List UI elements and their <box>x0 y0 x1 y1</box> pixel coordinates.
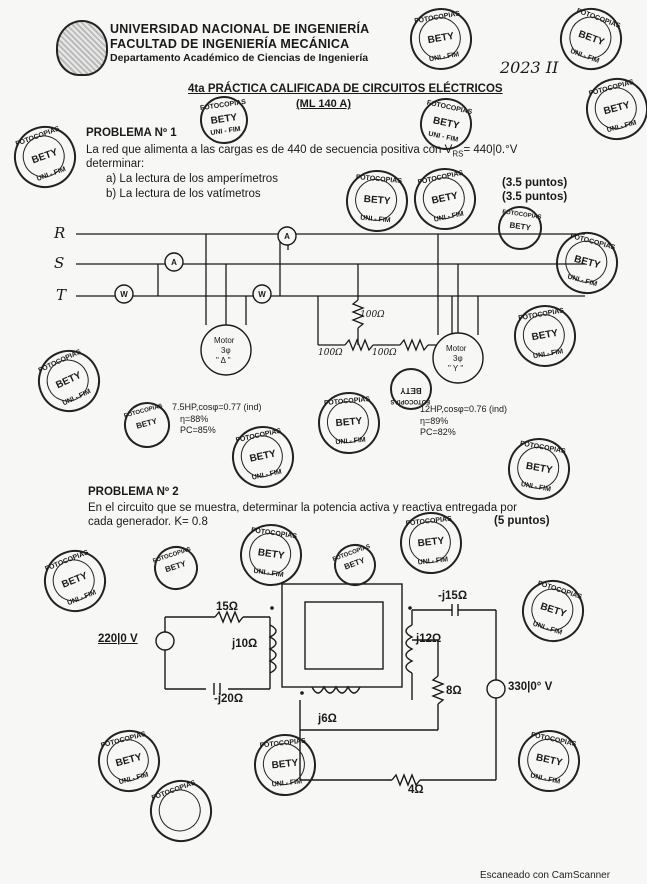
wattmeter-st-icon <box>252 284 272 304</box>
motor2-connection: " Y " <box>448 364 464 373</box>
motor1-phase: 3φ <box>221 346 231 355</box>
motor2-phase: 3φ <box>453 354 463 363</box>
problem1-item-a: a) La lectura de los amperímetros <box>106 173 278 185</box>
problem1-points-b: (3.5 puntos) <box>502 191 568 203</box>
svg-text:S: S <box>54 254 64 272</box>
university-name: UNIVERSIDAD NACIONAL DE INGENIERÍA <box>110 22 370 36</box>
motor1-connection: " Δ " <box>216 356 231 365</box>
motor2-spec: 12HP,cosφ=0.76 (ind) <box>420 404 507 414</box>
resistor-right-label: 100Ω <box>372 348 397 358</box>
problem2-points: (5 puntos) <box>494 515 550 527</box>
svg-text:A: A <box>171 258 177 267</box>
motor1-power-factor: PC=85% <box>180 425 216 435</box>
right-source-label: 330|0° V <box>508 681 553 693</box>
reactance-j12-label: j12Ω <box>416 633 442 645</box>
left-source-label: 220|0 V <box>98 633 138 645</box>
problem1-points-a: (3.5 puntos) <box>502 177 568 189</box>
motor1-efficiency: η=88% <box>180 414 209 424</box>
resistor-4-label: 4Ω <box>408 784 424 796</box>
problem1-voltage-subscript: RS <box>452 149 464 159</box>
course-code: (ML 140 A) <box>296 98 352 110</box>
motor2-name: Motor <box>446 344 467 353</box>
university-seal-icon <box>56 20 108 76</box>
motor2-efficiency: η=89% <box>420 416 449 426</box>
problem1-statement-text: La red que alimenta a las cargas es de 4… <box>86 144 453 156</box>
svg-text:R: R <box>53 224 65 242</box>
resistor-top-label: 100Ω <box>360 310 385 320</box>
reactance-j10-label: j10Ω <box>232 638 258 650</box>
svg-text:T: T <box>56 286 67 304</box>
photocopy-stamp: FOTOCOPIAS <box>141 771 221 851</box>
resistor-left-label: 100Ω <box>318 348 343 358</box>
motor2-power-factor: PC=82% <box>420 427 456 437</box>
reactance-j6-label: j6Ω <box>318 713 337 725</box>
scanner-footer: Escaneado con CamScanner <box>480 870 611 881</box>
svg-text:W: W <box>120 290 128 299</box>
problem1-heading: PROBLEMA Nº 1 <box>86 127 177 139</box>
ammeter-s-icon <box>164 252 184 272</box>
problem1-item-b: b) La lectura de los vatímetros <box>106 188 261 200</box>
motor1-name: Motor <box>214 336 235 345</box>
motor1-spec: 7.5HP,cosφ=0.77 (ind) <box>172 402 262 412</box>
department-name: Departamento Académico de Ciencias de In… <box>110 52 369 64</box>
exam-title: 4ta PRÁCTICA CALIFICADA DE CIRCUITOS ELÉ… <box>188 83 503 95</box>
handwritten-year: 2023 II <box>500 58 559 77</box>
problem2-statement-line2: cada generador. K= 0.8 <box>88 516 208 528</box>
resistor-15-label: 15Ω <box>216 601 239 613</box>
svg-text:W: W <box>258 290 266 299</box>
reactance-j15-label: -j15Ω <box>438 590 468 602</box>
problem1-determine: determinar: <box>86 158 145 170</box>
wattmeter-t-icon <box>114 284 134 304</box>
faculty-name: FACULTAD DE INGENIERÍA MECÁNICA <box>110 37 350 51</box>
reactance-j20-label: -j20Ω <box>214 693 244 705</box>
problem2-statement-line1: En el circuito que se muestra, determina… <box>88 502 517 514</box>
problem1-voltage-value: = 440|0.°V <box>463 144 518 156</box>
problem2-heading: PROBLEMA Nº 2 <box>88 486 179 498</box>
problem1-statement: La red que alimenta a las cargas es de 4… <box>86 144 517 158</box>
svg-text:A: A <box>284 232 290 241</box>
resistor-8-label: 8Ω <box>446 685 462 697</box>
ammeter-r-icon <box>277 226 297 246</box>
